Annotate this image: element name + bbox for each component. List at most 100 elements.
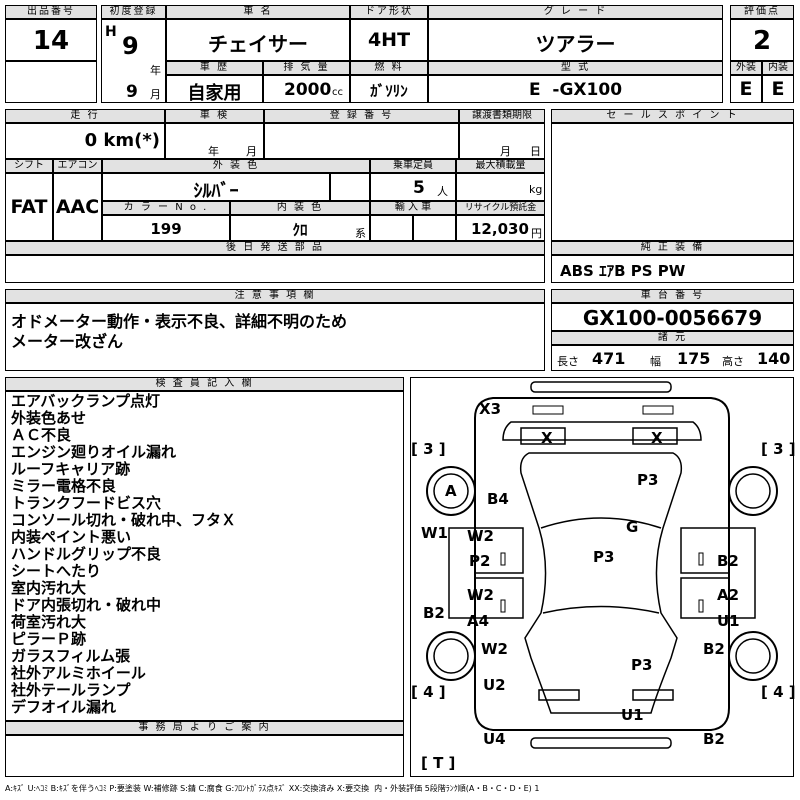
car-name-label: 車 名 (166, 5, 350, 19)
int-color-cell: ｸﾛ 系 (230, 215, 370, 241)
mark-u4: U4 (483, 730, 506, 748)
inspection-cell: 年 月 (165, 123, 264, 159)
sales-point-cell (551, 123, 794, 241)
spec-label: 諸 元 (551, 331, 794, 345)
interior-grade-cell: E (762, 75, 794, 103)
import-label: 輸 入 車 (370, 201, 456, 215)
mark-p3-hood: P3 (637, 471, 659, 489)
car-name-cell: チェイサー (166, 19, 350, 61)
later-parts-cell (5, 255, 545, 283)
exterior-grade-cell: E (730, 75, 762, 103)
inspector-item: 社外アルミホイール (11, 664, 146, 682)
mark-t: [ T ] (421, 754, 456, 772)
notes-cell: オドメーター動作・表示不良、詳細不明のため メーター改ざん (5, 303, 545, 371)
recycle: 12,030 (471, 220, 529, 238)
import-cell-right (413, 215, 456, 241)
fuel-cell: ｶﾞｿﾘﾝ (350, 75, 428, 103)
ext-color-label: 外 装 色 (102, 159, 370, 173)
mark-p3-roof: P3 (593, 548, 615, 566)
inspector-item: ＡＣ不良 (11, 426, 72, 444)
grade-label: グ レ ー ド (428, 5, 723, 19)
spec-cell: 長さ 471 幅 175 高さ 140 (551, 345, 794, 371)
height: 140 (757, 349, 791, 368)
month-unit: 月 (150, 88, 161, 101)
ext-color-cell: ｼﾙﾊﾞｰ (102, 173, 330, 202)
chassis-number: GX100-0056679 (582, 306, 763, 330)
history-cell: 自家用 (166, 75, 263, 104)
mark-b4: B4 (487, 490, 509, 508)
shift-label: シフト (5, 159, 53, 173)
shift-cell: FAT (5, 173, 53, 241)
int-color-unit: 系 (355, 227, 366, 240)
mark-u1-right: U1 (717, 612, 740, 630)
displacement-label: 排 気 量 (263, 61, 350, 75)
mark-a: A (445, 482, 457, 500)
displacement-cell: 2000 cc (263, 75, 350, 103)
year-unit: 年 (150, 64, 161, 77)
notes-line-1: オドメーター動作・表示不良、詳細不明のため (11, 312, 348, 331)
inspector-item: 社外テールランプ (11, 681, 131, 699)
inspector-item: シートへたり (11, 562, 102, 580)
first-reg-month: 9 (126, 82, 138, 102)
mileage: 0 km(*) (84, 130, 160, 151)
lot-no-blank (5, 61, 97, 103)
displacement: 2000 (284, 80, 332, 100)
inspection-year-unit: 年 (208, 145, 219, 158)
later-parts-label: 後 日 発 送 部 品 (5, 241, 545, 255)
ac: AAC (55, 196, 100, 218)
mark-x-left: X (541, 429, 553, 447)
capacity-cell: 5 人 (370, 173, 456, 201)
reg-no-label: 登 録 番 号 (264, 109, 459, 123)
fuel: ｶﾞｿﾘﾝ (370, 82, 408, 100)
int-color-label: 内 装 色 (230, 201, 370, 215)
mark-x-right: X (651, 429, 663, 447)
fuel-label: 燃 料 (350, 61, 428, 75)
inspection-month-unit: 月 (246, 145, 257, 158)
legend: A:ｷｽﾞ U:ﾍｺﾐ B:ｷｽﾞを伴うﾍｺﾐ P:要塗装 W:補修跡 S:錆 … (5, 784, 540, 793)
capacity-label: 乗車定員 (370, 159, 456, 173)
recycle-cell: 12,030 円 (456, 215, 545, 241)
lot-no: 14 (32, 26, 70, 56)
mark-4-left: [ 4 ] (411, 683, 446, 701)
first-reg-cell: H 9 年 9 月 (101, 19, 166, 103)
mark-3-left: [ 3 ] (411, 440, 446, 458)
transfer-cell: 月 日 (459, 123, 545, 159)
inspector-item: 内装ペイント悪い (11, 528, 132, 546)
era: H (105, 24, 117, 40)
load-unit: kg (529, 183, 543, 196)
mileage-cell: 0 km(*) (5, 123, 165, 159)
reg-no-cell (264, 123, 459, 159)
ac-label: エアコン (53, 159, 102, 173)
notes-label: 注 意 事 項 欄 (5, 289, 545, 303)
model-cell: E -GX100 (428, 75, 723, 103)
ext-color-extra (330, 173, 370, 201)
mark-b2-left: B2 (423, 604, 445, 622)
inspector-cell: エアバックランプ点灯 外装色あせ ＡＣ不良 エンジン廻りオイル漏れ ルーフキャリ… (5, 391, 404, 721)
capacity-unit: 人 (437, 185, 448, 198)
door-label: ドア形状 (350, 5, 428, 19)
mark-u1-rear: U1 (621, 706, 644, 724)
length: 471 (592, 349, 626, 368)
door-cell: 4HT (350, 19, 428, 61)
color-no: 199 (150, 220, 182, 238)
transfer-label: 譲渡書類期限 (459, 109, 545, 123)
lot-no-label: 出品番号 (5, 5, 97, 19)
inspector-label: 検 査 員 記 入 欄 (5, 377, 404, 391)
mark-4-right: [ 4 ] (761, 683, 796, 701)
mark-a2: A2 (717, 586, 740, 604)
color-no-label: カ ラ ー N o . (102, 201, 230, 215)
office-notice-label: 事 務 局 よ り ご 案 内 (5, 721, 404, 735)
color-no-cell: 199 (102, 215, 230, 241)
exterior-grade: E (739, 78, 753, 100)
capacity: 5 (413, 178, 425, 198)
door-type: 4HT (367, 29, 411, 51)
model-label: 型 式 (428, 61, 723, 75)
sales-point-label: セ ー ル ス ポ イ ン ト (551, 109, 794, 123)
recycle-unit: 円 (531, 227, 542, 240)
mark-p3-trunk: P3 (631, 656, 653, 674)
notes-line-2: メーター改ざん (11, 332, 124, 351)
inspector-item: コンソール切れ・破れ中、フタＸ (11, 511, 237, 529)
inspector-item: ルーフキャリア跡 (11, 460, 131, 478)
score-label: 評価点 (730, 5, 794, 19)
inspector-item: ハンドルグリップ不良 (11, 545, 162, 563)
